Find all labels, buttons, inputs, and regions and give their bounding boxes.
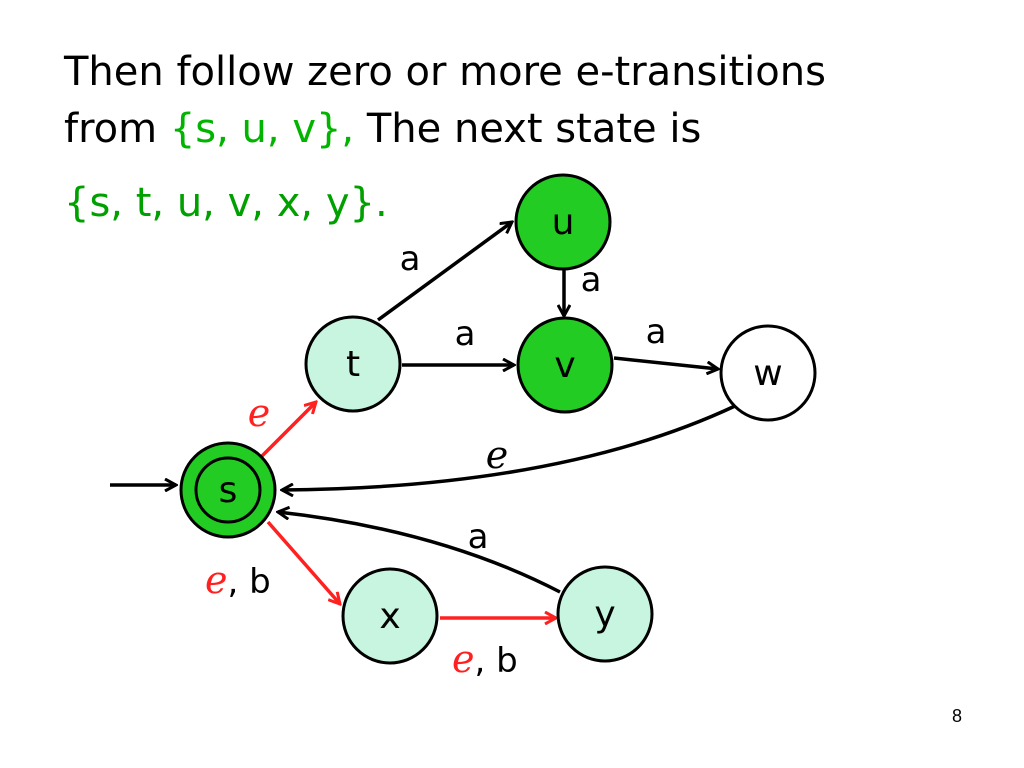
- result-set: {s, t, u, v, x, y}.: [64, 180, 388, 226]
- title-line-2-suffix: The next state is: [354, 106, 702, 152]
- edge-v-w-label: a: [646, 312, 667, 352]
- start-set: {s, u, v},: [169, 106, 355, 152]
- edge-s-x-label: e, b: [205, 558, 271, 602]
- edge-y-s-label: a: [468, 517, 489, 557]
- state-u: u: [514, 173, 612, 271]
- edge-t-v-label: a: [455, 314, 476, 354]
- edge-x-y-sep: ,: [475, 641, 486, 681]
- edge-s-x: [266, 520, 340, 604]
- edge-t-u: [376, 222, 512, 322]
- state-v: v: [516, 316, 614, 414]
- title-line-2: from {s, u, v}, The next state is: [64, 101, 826, 158]
- state-w-label: w: [753, 353, 782, 394]
- state-w: w: [719, 324, 817, 422]
- edge-v-w: [613, 356, 718, 369]
- state-x-label: x: [379, 596, 400, 637]
- edge-s-x-b: b: [238, 562, 270, 602]
- state-s-label: s: [219, 470, 238, 511]
- state-t-label: t: [346, 344, 360, 385]
- edge-w-s-label: e: [486, 433, 509, 477]
- page-number: 8: [951, 706, 962, 726]
- state-v-label: v: [554, 345, 575, 386]
- edge-s-t: [260, 402, 316, 458]
- edge-x-y-label: e, b: [452, 637, 518, 681]
- edge-w-s: [282, 404, 736, 490]
- edge-u-v-label: a: [581, 260, 602, 300]
- state-y: y: [556, 565, 654, 663]
- edge-t-u-label: a: [400, 239, 421, 279]
- title-line-2-prefix: from: [64, 106, 170, 152]
- edge-s-t-label: e: [248, 391, 271, 435]
- edge-y-s: [278, 512, 561, 594]
- edge-s-x-eps: e: [205, 558, 228, 602]
- state-u-label: u: [552, 202, 575, 243]
- slide-title: Then follow zero or more e-transitions f…: [64, 44, 826, 158]
- edge-s-x-sep: ,: [228, 562, 239, 602]
- edge-x-y-eps: e: [452, 637, 475, 681]
- state-s: s: [179, 441, 277, 539]
- state-y-label: y: [594, 594, 615, 635]
- title-line-1: Then follow zero or more e-transitions: [64, 49, 826, 95]
- state-t: t: [304, 315, 402, 413]
- state-x: x: [341, 567, 439, 665]
- edge-x-y-b: b: [485, 641, 517, 681]
